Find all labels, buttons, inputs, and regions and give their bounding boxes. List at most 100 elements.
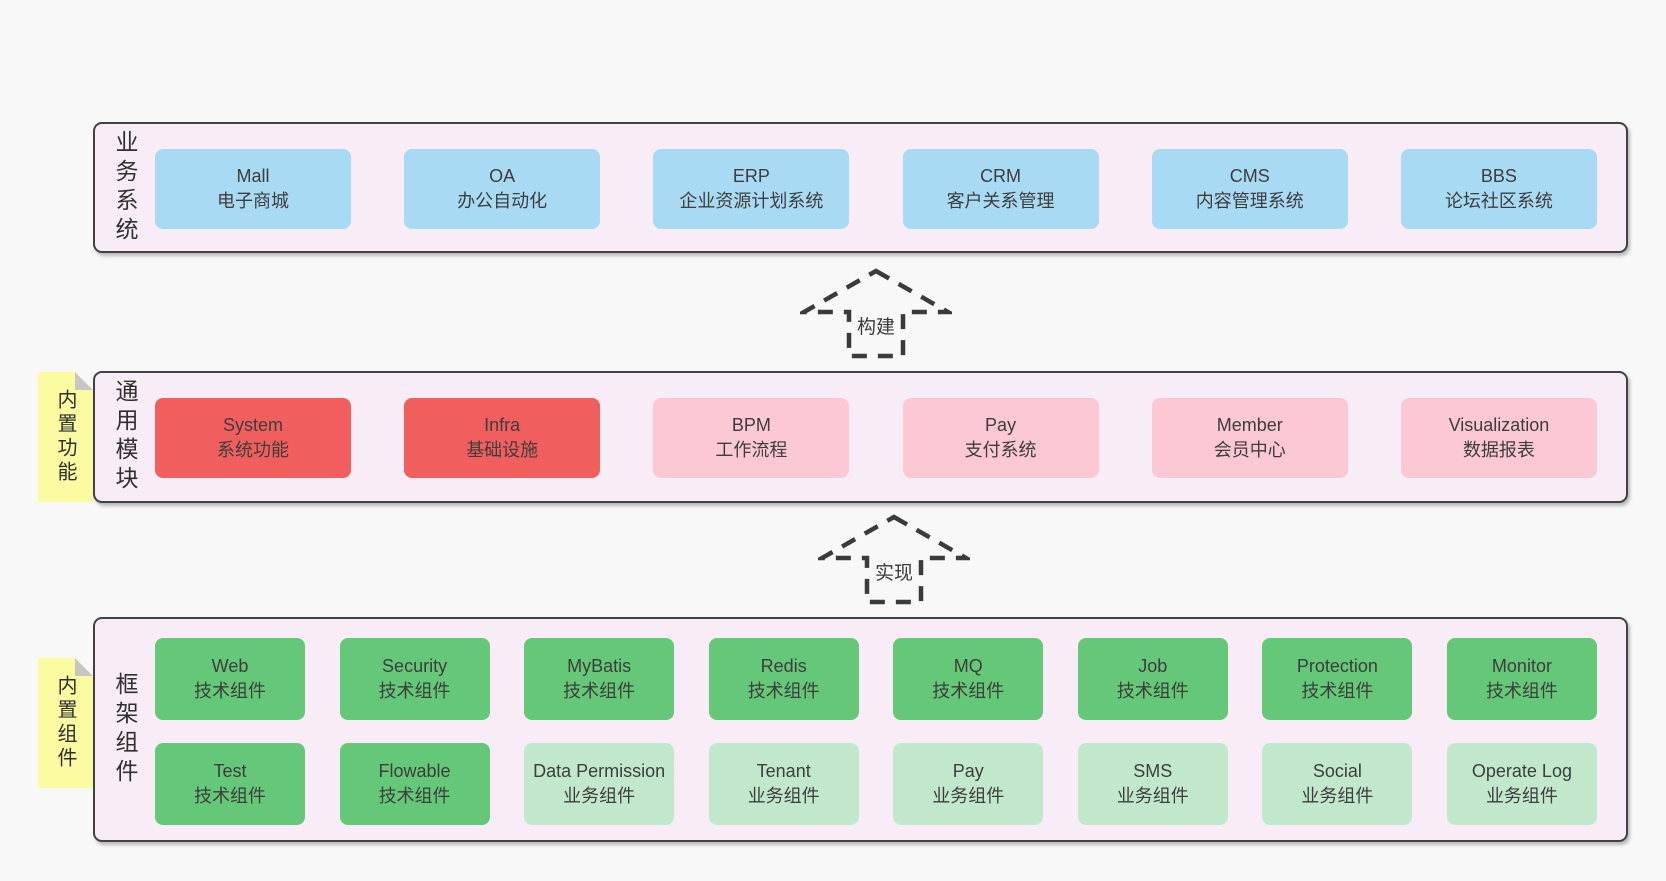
module-desc: 企业资源计划系统	[679, 191, 824, 211]
module-desc: 会员中心	[1213, 440, 1286, 460]
module-name: Flowable	[378, 761, 451, 781]
module-name: Web	[211, 656, 249, 676]
module-name: ERP	[732, 166, 770, 186]
module-name: Member	[1216, 415, 1283, 435]
module-desc: 业务组件	[1116, 786, 1189, 806]
module-name: MQ	[953, 656, 983, 676]
layer-title: 业务系统	[112, 129, 138, 246]
sticky-tab-label: 内置组件	[54, 675, 76, 771]
arrow-label: 实现	[871, 558, 917, 585]
module-desc: 技术组件	[932, 681, 1005, 701]
module-desc: 技术组件	[747, 681, 820, 701]
module-box-infra: Infra 基础设施	[404, 398, 601, 478]
implement-arrow: 实现	[818, 512, 970, 606]
module-name: Test	[213, 761, 247, 781]
module-desc: 技术组件	[563, 681, 636, 701]
module-box-cms: CMS 内容管理系统	[1151, 149, 1348, 229]
module-box-mq: MQ 技术组件	[893, 638, 1044, 720]
module-desc: 技术组件	[1485, 681, 1558, 701]
folded-corner-icon	[75, 658, 93, 676]
module-desc: 技术组件	[378, 681, 451, 701]
module-desc: 电子商城	[217, 191, 289, 211]
module-name: MyBatis	[567, 656, 632, 676]
module-desc: 业务组件	[747, 786, 820, 806]
module-name: Security	[382, 656, 448, 676]
module-name: Job	[1138, 656, 1168, 676]
module-name: Visualization	[1448, 415, 1550, 435]
module-box-pay: Pay 业务组件	[893, 743, 1044, 825]
module-box-test: Test 技术组件	[155, 743, 305, 825]
build-arrow: 构建	[800, 266, 952, 360]
up-arrow-icon	[800, 268, 952, 359]
module-box-oa: OA 办公自动化	[404, 149, 601, 229]
module-box-social: Social 业务组件	[1262, 743, 1413, 825]
module-box-system: System 系统功能	[155, 398, 351, 478]
module-box-bpm: BPM 工作流程	[653, 398, 850, 478]
up-arrow-icon	[818, 514, 970, 605]
module-name: Pay	[952, 761, 984, 781]
module-box-member: Member 会员中心	[1151, 398, 1348, 478]
module-box-sms: SMS 业务组件	[1077, 743, 1228, 825]
module-desc: 业务组件	[1301, 786, 1374, 806]
module-name: CMS	[1229, 166, 1270, 186]
layer-title: 框架组件	[112, 671, 138, 788]
module-box-flowable: Flowable 技术组件	[339, 743, 490, 825]
module-name: System	[222, 415, 283, 435]
module-box-visualization: Visualization 数据报表	[1400, 398, 1597, 478]
module-box-redis: Redis 技术组件	[708, 638, 859, 720]
module-box-job: Job 技术组件	[1077, 638, 1228, 720]
sticky-tab-label: 内置功能	[54, 389, 76, 485]
folded-corner-icon	[75, 372, 93, 390]
module-desc: 技术组件	[194, 786, 266, 806]
module-desc: 数据报表	[1462, 440, 1535, 460]
module-desc: 内容管理系统	[1195, 191, 1304, 211]
module-desc: 论坛社区系统	[1444, 191, 1553, 211]
module-desc: 技术组件	[1116, 681, 1189, 701]
sticky-tab-built-in-features: 内置功能	[38, 372, 93, 502]
module-name: Data Permission	[533, 761, 666, 781]
module-name: Protection	[1296, 656, 1378, 676]
module-name: Infra	[484, 415, 521, 435]
module-name: SMS	[1133, 761, 1173, 781]
module-name: CRM	[980, 166, 1022, 186]
module-box-protection: Protection 技术组件	[1262, 638, 1413, 720]
module-name: Mall	[236, 166, 270, 186]
module-box-data-permission: Data Permission 业务组件	[524, 743, 675, 825]
module-box-mall: Mall 电子商城	[155, 149, 351, 229]
module-name: Tenant	[756, 761, 811, 781]
module-desc: 技术组件	[1301, 681, 1374, 701]
arrow-label: 构建	[853, 312, 899, 339]
module-box-monitor: Monitor 技术组件	[1446, 638, 1597, 720]
module-name: OA	[489, 166, 516, 186]
module-desc: 业务组件	[932, 786, 1005, 806]
module-name: BBS	[1480, 166, 1517, 186]
module-name: BPM	[731, 415, 771, 435]
module-name: Monitor	[1491, 656, 1552, 676]
module-name: Redis	[760, 656, 807, 676]
module-desc: 支付系统	[964, 440, 1037, 460]
module-box-erp: ERP 企业资源计划系统	[653, 149, 850, 229]
module-desc: 工作流程	[715, 440, 788, 460]
module-desc: 办公自动化	[457, 191, 548, 211]
module-desc: 业务组件	[563, 786, 636, 806]
module-desc: 基础设施	[466, 440, 539, 460]
module-box-mybatis: MyBatis 技术组件	[524, 638, 675, 720]
module-desc: 系统功能	[217, 440, 289, 460]
module-name: Social	[1312, 761, 1362, 781]
module-box-bbs: BBS 论坛社区系统	[1400, 149, 1597, 229]
module-box-security: Security 技术组件	[339, 638, 490, 720]
module-box-tenant: Tenant 业务组件	[708, 743, 859, 825]
module-desc: 技术组件	[378, 786, 451, 806]
layer-title: 通用模块	[112, 379, 138, 495]
